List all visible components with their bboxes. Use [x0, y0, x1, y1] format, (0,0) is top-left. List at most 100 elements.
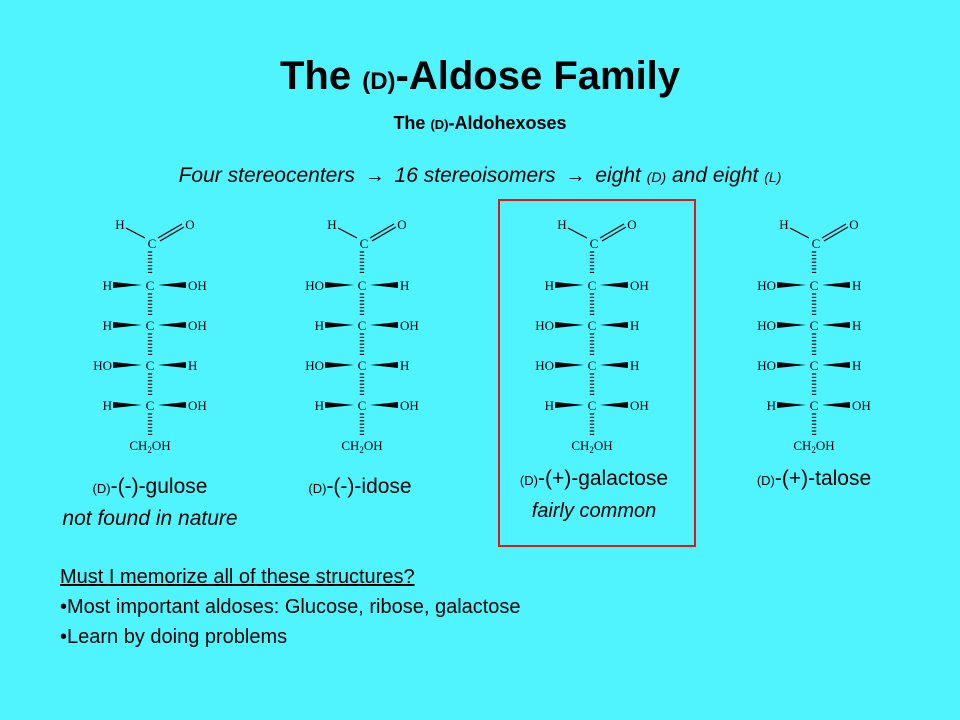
right-substituent-label: OH: [852, 398, 871, 413]
aldehyde-o-label: O: [849, 217, 858, 232]
caption-prefix: (D): [519, 473, 538, 488]
left-substituent-label: H: [767, 398, 776, 413]
right-substituent-label: OH: [188, 398, 207, 413]
carbon-label: C: [810, 318, 819, 333]
bond-c-o: [821, 223, 847, 239]
carbon-label: C: [358, 318, 367, 333]
bond-c-o: [599, 223, 625, 239]
carbon-label: C: [588, 398, 597, 413]
backbone-bond: [359, 413, 365, 435]
right-substituent-label: H: [400, 278, 409, 293]
carbon-label: C: [810, 358, 819, 373]
caption-gulose: (D)-(-)-gulose not found in nature: [40, 472, 260, 534]
ch2oh-label: CH2OH: [129, 438, 170, 455]
right-substituent-label: H: [188, 358, 197, 373]
backbone-bond: [147, 373, 153, 395]
backbone-bond: [147, 413, 153, 435]
carbon-label: C: [588, 358, 597, 373]
right-wedge-bond: [822, 362, 850, 368]
carbon-label: C: [588, 278, 597, 293]
left-wedge-bond: [777, 322, 806, 328]
left-wedge-bond: [113, 402, 142, 408]
caption-name: -(+)-talose: [774, 467, 872, 490]
backbone-bond: [589, 373, 595, 395]
tagline-label-l: (L): [764, 169, 782, 185]
left-wedge-bond: [325, 362, 354, 368]
left-substituent-label: HO: [93, 358, 112, 373]
aldehyde-o-label: O: [627, 217, 636, 232]
backbone-bond: [359, 373, 365, 395]
bond-c-o-double: [159, 226, 185, 242]
backbone-bond: [589, 293, 595, 315]
backbone-bond: [147, 333, 153, 355]
left-substituent-label: H: [315, 318, 324, 333]
right-substituent-label: H: [630, 318, 639, 333]
tagline-part3: eight: [595, 164, 641, 187]
right-substituent-label: H: [852, 278, 861, 293]
right-substituent-label: OH: [630, 278, 649, 293]
slide-subtitle: The (D)-Aldohexoses: [0, 111, 960, 137]
caption-name: -(-)-idose: [326, 475, 412, 498]
aldehyde-c-label: C: [812, 236, 821, 251]
aldehyde-h-label: H: [779, 217, 788, 232]
backbone-bond: [811, 251, 817, 273]
bond-h-c: [125, 227, 146, 239]
carbon-label: C: [358, 398, 367, 413]
right-arrow-icon: →: [364, 165, 385, 187]
tagline-part1: Four stereocenters: [178, 164, 355, 187]
left-substituent-label: H: [103, 398, 112, 413]
left-substituent-label: H: [103, 278, 112, 293]
caption-note: not found in nature: [62, 507, 238, 530]
aldehyde-o-label: O: [397, 217, 406, 232]
left-wedge-bond: [555, 282, 584, 288]
right-substituent-label: OH: [630, 398, 649, 413]
caption-prefix: (D): [756, 473, 775, 488]
bond-h-c: [567, 227, 588, 239]
right-substituent-label: OH: [188, 278, 207, 293]
backbone-bond: [147, 293, 153, 315]
backbone-bond: [811, 333, 817, 355]
caption-prefix: (D): [308, 481, 327, 496]
right-substituent-label: H: [630, 358, 639, 373]
left-substituent-label: HO: [757, 358, 776, 373]
left-wedge-bond: [325, 282, 354, 288]
backbone-bond: [589, 333, 595, 355]
title-label: (D): [362, 68, 396, 95]
carbon-label: C: [358, 358, 367, 373]
backbone-bond: [359, 251, 365, 273]
tagline-part4: and eight: [671, 164, 759, 187]
right-wedge-bond: [600, 282, 628, 288]
bond-c-o-double: [823, 226, 849, 242]
carbon-label: C: [146, 278, 155, 293]
right-substituent-label: OH: [188, 318, 207, 333]
tagline: Four stereocenters → 16 stereoisomers → …: [0, 162, 960, 191]
left-substituent-label: HO: [305, 358, 324, 373]
notes-question: Must I memorize all of these structures?: [60, 566, 415, 588]
right-wedge-bond: [370, 322, 398, 328]
carbon-label: C: [146, 318, 155, 333]
backbone-bond: [811, 293, 817, 315]
caption-prefix: (D): [92, 481, 111, 496]
bond-c-o: [369, 223, 395, 239]
carbon-label: C: [810, 278, 819, 293]
left-wedge-bond: [555, 402, 584, 408]
left-wedge-bond: [555, 362, 584, 368]
right-substituent-label: H: [852, 318, 861, 333]
left-wedge-bond: [325, 402, 354, 408]
carbon-label: C: [146, 358, 155, 373]
ch2oh-label: CH2OH: [793, 438, 834, 455]
right-wedge-bond: [370, 362, 398, 368]
title-rest: -Aldose Family: [395, 54, 681, 98]
left-wedge-bond: [777, 282, 806, 288]
backbone-bond: [589, 251, 595, 273]
notes-bullet: •Most important aldoses: Glucose, ribose…: [60, 596, 521, 618]
aldehyde-h-label: H: [557, 217, 566, 232]
left-wedge-bond: [113, 362, 142, 368]
tagline-part2: 16 stereoisomers: [394, 164, 556, 187]
left-wedge-bond: [555, 322, 584, 328]
bond-c-o: [157, 223, 183, 239]
bond-h-c: [789, 227, 810, 239]
